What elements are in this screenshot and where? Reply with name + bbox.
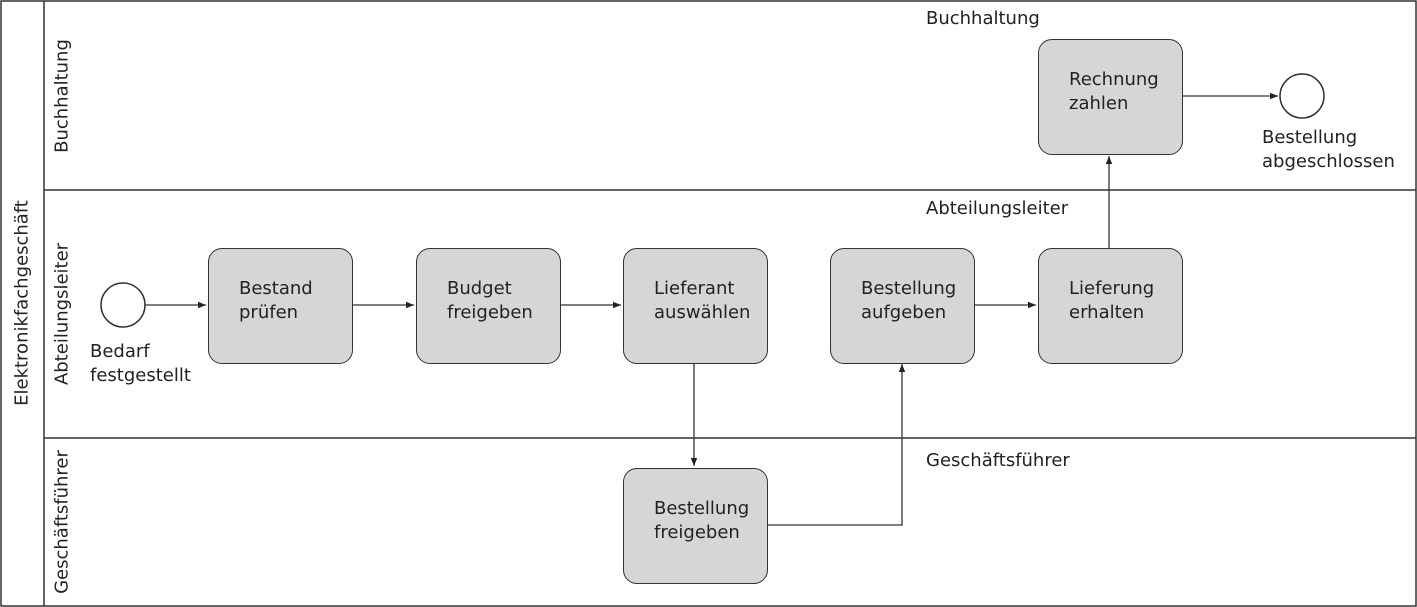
- end-event: [1279, 73, 1325, 119]
- task-budget-freigeben-line1: Budget: [447, 278, 512, 299]
- task-lieferant-auswaehlen-line1: Lieferant: [654, 278, 735, 299]
- task-budget-freigeben-line2: freigeben: [447, 302, 533, 323]
- end-event-label: Bestellung abgeschlossen: [1262, 126, 1395, 174]
- task-budget-freigeben: Budget freigeben: [416, 248, 561, 364]
- start-event-label-line2: festgestellt: [90, 365, 191, 386]
- end-event-label-line2: abgeschlossen: [1262, 151, 1395, 172]
- task-bestellung-freigeben: Bestellung freigeben: [623, 468, 768, 584]
- task-bestellung-aufgeben: Bestellung aufgeben: [830, 248, 975, 364]
- flow-freigeben-to-aufgeben: [768, 364, 906, 526]
- task-bestellung-freigeben-line1: Bestellung: [654, 498, 750, 519]
- task-lieferant-auswaehlen-line2: auswählen: [654, 302, 751, 323]
- lane-title-geschaeftsfuehrer: Geschäftsführer: [926, 450, 1070, 471]
- task-bestand-pruefen: Bestand prüfen: [208, 248, 353, 364]
- start-event: [100, 282, 146, 328]
- task-bestand-pruefen-line1: Bestand: [239, 278, 313, 299]
- task-lieferung-erhalten-line2: erhalten: [1069, 302, 1145, 323]
- task-rechnung-zahlen-line2: zahlen: [1069, 93, 1129, 114]
- lane-title-abteilungsleiter: Abteilungsleiter: [926, 198, 1069, 219]
- lane-label-abteilungsleiter: Abteilungsleiter: [51, 242, 73, 386]
- task-bestellung-freigeben-line2: freigeben: [654, 522, 740, 543]
- start-event-label: Bedarf festgestellt: [90, 340, 191, 388]
- start-event-label-line1: Bedarf: [90, 341, 150, 362]
- task-lieferung-erhalten-line1: Lieferung: [1069, 278, 1155, 299]
- lane-title-buchhaltung: Buchhaltung: [926, 8, 1040, 29]
- lane-label-geschaeftsfuehrer: Geschäftsführer: [51, 450, 73, 594]
- task-rechnung-zahlen: Rechnung zahlen: [1038, 39, 1183, 155]
- task-rechnung-zahlen-line1: Rechnung: [1069, 69, 1159, 90]
- task-bestellung-aufgeben-line1: Bestellung: [861, 278, 957, 299]
- lane-label-buchhaltung: Buchhaltung: [51, 39, 73, 153]
- end-event-label-line1: Bestellung: [1262, 127, 1358, 148]
- task-lieferant-auswaehlen: Lieferant auswählen: [623, 248, 768, 364]
- task-bestand-pruefen-line2: prüfen: [239, 302, 299, 323]
- pool-label: Elektronikfachgeschäft: [11, 200, 33, 406]
- task-bestellung-aufgeben-line2: aufgeben: [861, 302, 947, 323]
- task-lieferung-erhalten: Lieferung erhalten: [1038, 248, 1183, 364]
